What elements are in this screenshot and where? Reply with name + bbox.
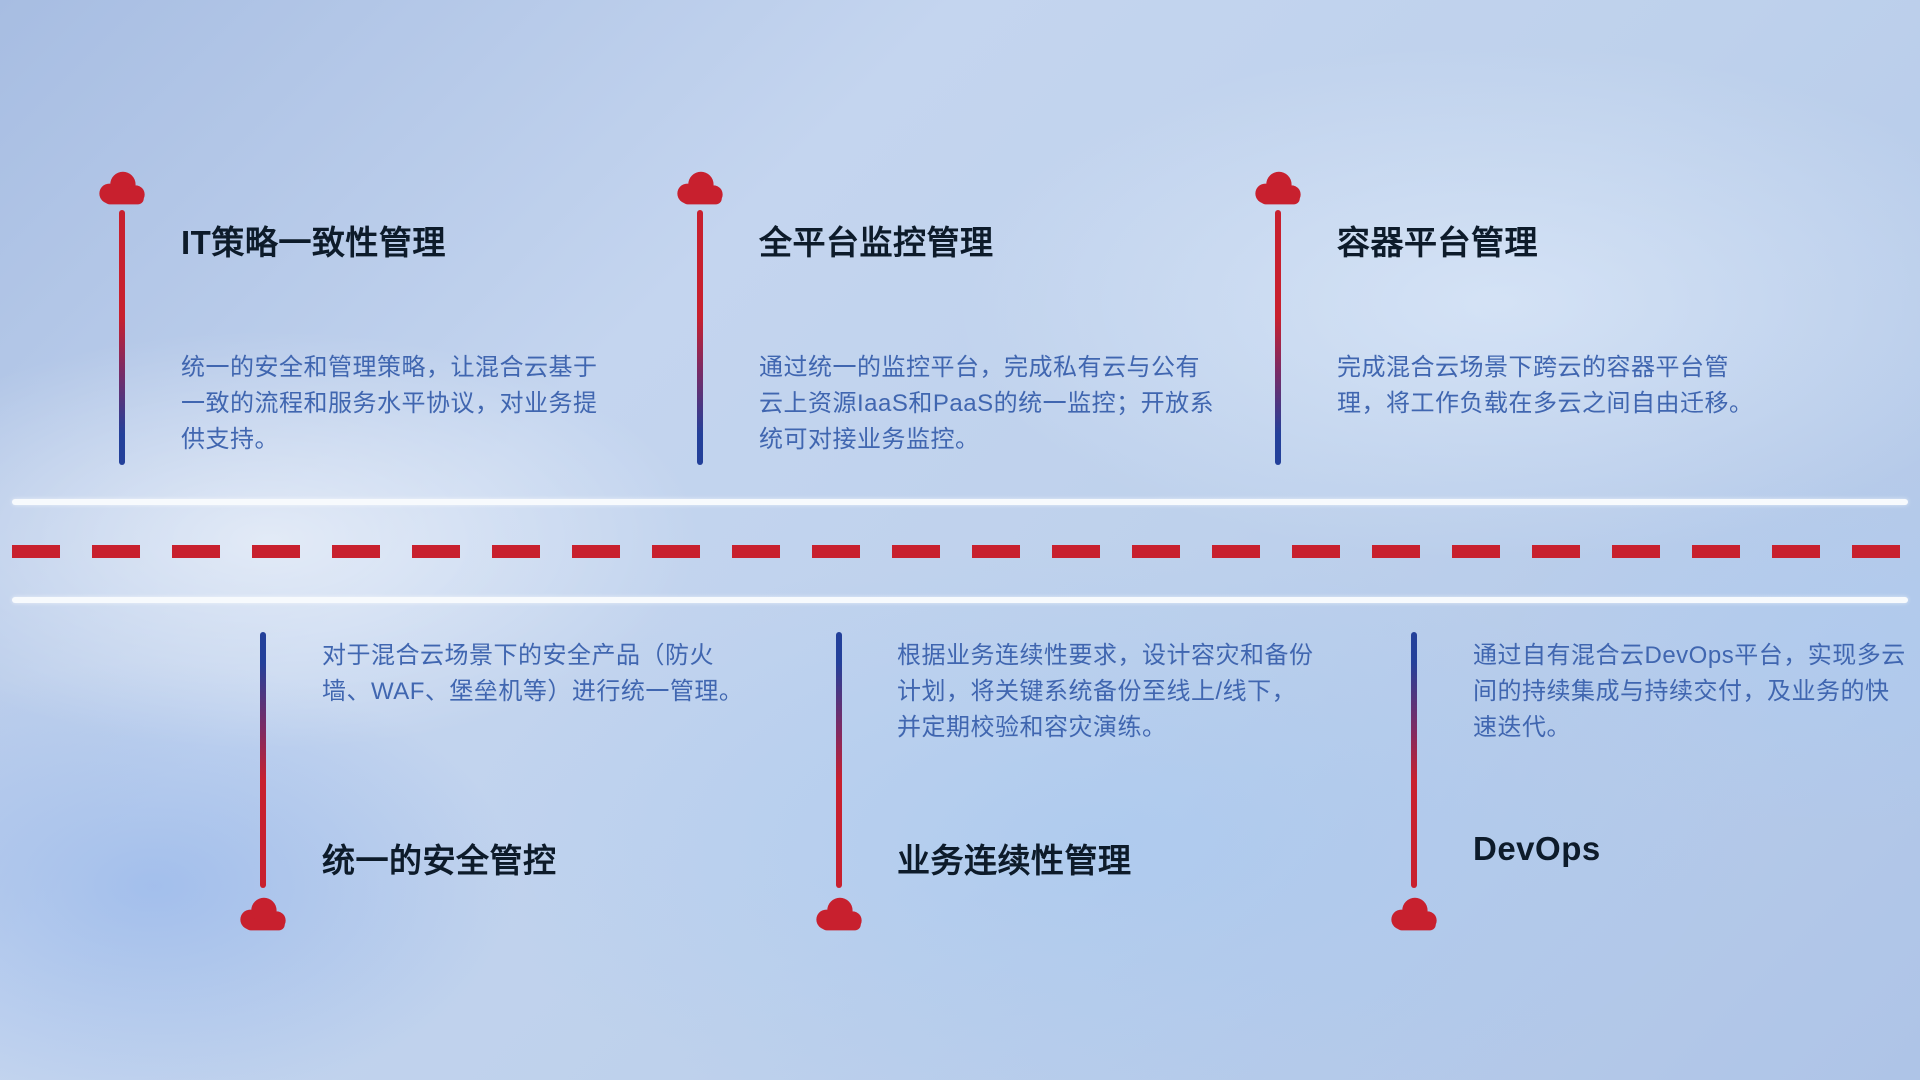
feature-title: 业务连续性管理 (897, 842, 1132, 879)
cloud-icon (93, 168, 151, 210)
timeline-stem (1411, 632, 1417, 888)
cloud-icon (1385, 894, 1443, 936)
feature-description: 通过自有混合云DevOps平台，实现多云间的持续集成与持续交付，及业务的快速迭代… (1473, 642, 1906, 741)
feature-description: 完成混合云场景下跨云的容器平台管理，将工作负载在多云之间自由迁移。 (1337, 354, 1754, 417)
divider-line-bottom (12, 597, 1908, 603)
cloud-icon (1249, 168, 1307, 210)
timeline-stem (119, 210, 125, 465)
timeline-stem (260, 632, 266, 888)
feature-title: 全平台监控管理 (759, 224, 994, 261)
feature-description: 通过统一的监控平台，完成私有云与公有云上资源IaaS和PaaS的统一监控；开放系… (759, 354, 1215, 453)
feature-description: 对于混合云场景下的安全产品（防火墙、WAF、堡垒机等）进行统一管理。 (322, 642, 744, 705)
timeline-stem (1275, 210, 1281, 465)
feature-title: 统一的安全管控 (322, 842, 557, 879)
feature-title: 容器平台管理 (1337, 224, 1538, 261)
cloud-icon (671, 168, 729, 210)
feature-title: IT策略一致性管理 (181, 224, 446, 261)
feature-title: DevOps (1473, 830, 1601, 867)
divider-line-top (12, 499, 1908, 505)
feature-description: 根据业务连续性要求，设计容灾和备份计划，将关键系统备份至线上/线下，并定期校验和… (897, 642, 1314, 741)
feature-description: 统一的安全和管理策略，让混合云基于一致的流程和服务水平协议，对业务提供支持。 (181, 354, 598, 453)
cloud-icon (234, 894, 292, 936)
cloud-icon (810, 894, 868, 936)
timeline-stem (697, 210, 703, 465)
divider-dashed-line (12, 545, 1908, 558)
timeline-stem (836, 632, 842, 888)
